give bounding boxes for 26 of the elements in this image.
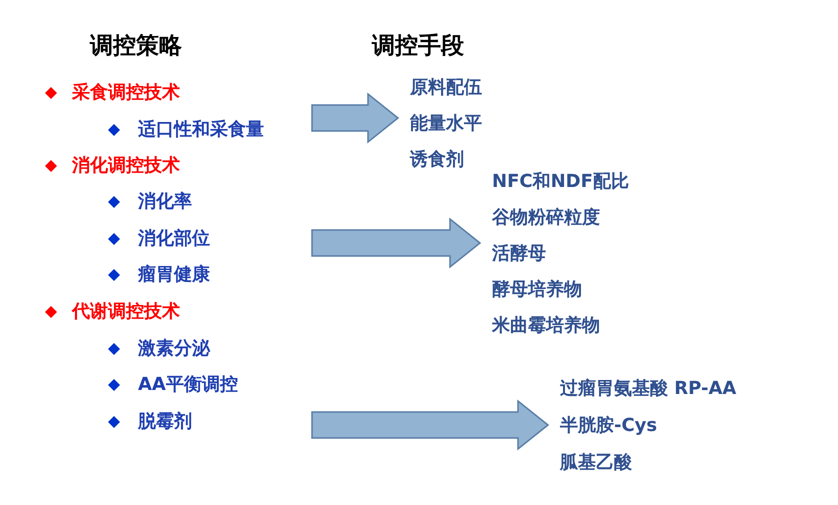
column-heading: 调控策略 bbox=[90, 32, 182, 61]
block-arrow bbox=[311, 399, 550, 451]
block-arrow bbox=[311, 217, 482, 269]
strategy-item: 激素分泌 bbox=[138, 338, 210, 360]
means-item: 胍基乙酸 bbox=[560, 452, 632, 474]
means-item: 酵母培养物 bbox=[492, 279, 582, 301]
means-item: NFC和NDF配比 bbox=[492, 171, 629, 193]
means-item: 谷物粉碎粒度 bbox=[492, 207, 600, 229]
means-item: 诱食剂 bbox=[410, 149, 464, 171]
means-item: 过瘤胃氨基酸 RP-AA bbox=[560, 378, 736, 400]
means-item: 米曲霉培养物 bbox=[492, 315, 600, 337]
strategy-item: 消化部位 bbox=[138, 228, 210, 250]
column-heading: 调控手段 bbox=[372, 32, 464, 61]
means-item: 能量水平 bbox=[410, 113, 482, 135]
strategy-item: 瘤胃健康 bbox=[138, 264, 210, 286]
strategy-heading: 代谢调控技术 bbox=[72, 301, 180, 323]
means-item: 原料配伍 bbox=[410, 77, 482, 99]
strategy-heading: 采食调控技术 bbox=[72, 82, 180, 104]
means-item: 活酵母 bbox=[492, 243, 546, 265]
means-item: 半胱胺-Cys bbox=[560, 415, 658, 437]
strategy-heading: 消化调控技术 bbox=[72, 155, 180, 177]
strategy-item: 脱霉剂 bbox=[138, 411, 192, 433]
strategy-item: 适口性和采食量 bbox=[138, 119, 264, 141]
block-arrow bbox=[311, 92, 400, 144]
strategy-item: AA平衡调控 bbox=[138, 374, 238, 396]
strategy-item: 消化率 bbox=[138, 191, 192, 213]
